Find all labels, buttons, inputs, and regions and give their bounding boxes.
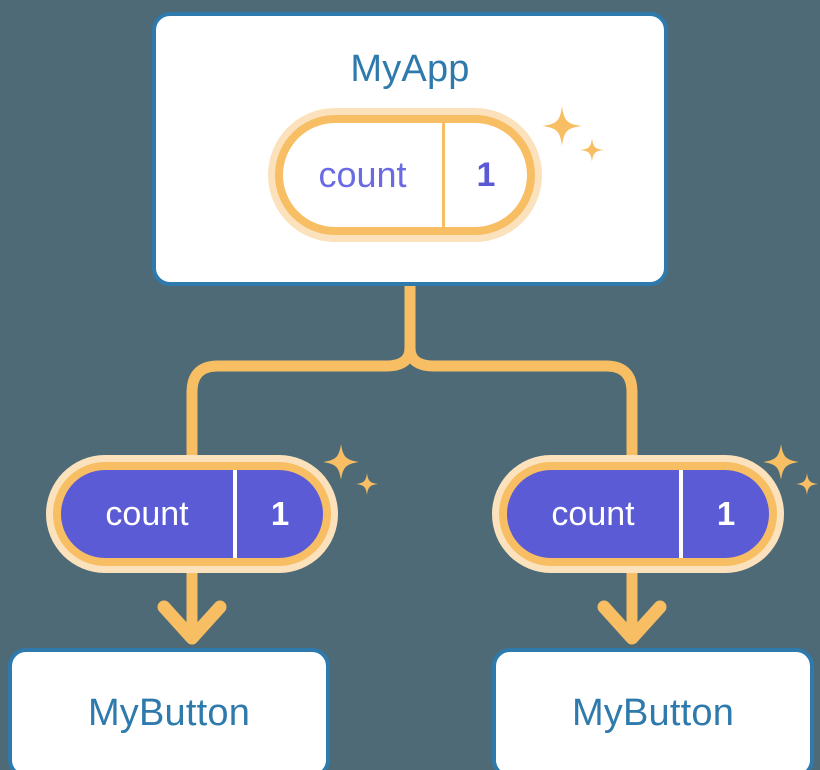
pill-outer-ring: count 1 bbox=[268, 108, 542, 242]
pill-outer-ring: count 1 bbox=[492, 455, 784, 573]
pill-body: count 1 bbox=[507, 470, 769, 558]
pill-outer-ring: count 1 bbox=[46, 455, 338, 573]
component-box-mybutton-right[interactable]: MyButton bbox=[492, 648, 814, 770]
component-label: MyButton bbox=[87, 692, 251, 734]
state-key-label: count bbox=[507, 470, 683, 558]
state-key-label: count bbox=[283, 123, 445, 227]
state-value-label: 1 bbox=[270, 495, 290, 532]
sparkle-icon bbox=[763, 444, 818, 495]
pill-inner-ring: count 1 bbox=[53, 462, 331, 566]
component-label: MyButton bbox=[571, 692, 735, 734]
state-value-label: 1 bbox=[476, 155, 496, 194]
state-key-label: count bbox=[61, 470, 237, 558]
state-pill-child-left[interactable]: count 1 bbox=[46, 455, 338, 573]
state-value-label: 1 bbox=[716, 495, 736, 532]
arrow-down-icon-right bbox=[597, 566, 667, 645]
pill-body: count 1 bbox=[61, 470, 323, 558]
sparkle-icon bbox=[542, 106, 604, 162]
pill-inner-ring: count 1 bbox=[275, 115, 535, 235]
page-title: MyApp bbox=[350, 48, 470, 90]
pill-body: count 1 bbox=[283, 123, 527, 227]
state-pill-myapp[interactable]: count 1 bbox=[268, 108, 542, 242]
component-box-mybutton-left[interactable]: MyButton bbox=[8, 648, 330, 770]
sparkle-icon bbox=[323, 444, 378, 495]
state-pill-child-right[interactable]: count 1 bbox=[492, 455, 784, 573]
arrow-down-icon-left bbox=[157, 566, 227, 645]
connector-branch-right bbox=[404, 342, 638, 476]
pill-inner-ring: count 1 bbox=[499, 462, 777, 566]
